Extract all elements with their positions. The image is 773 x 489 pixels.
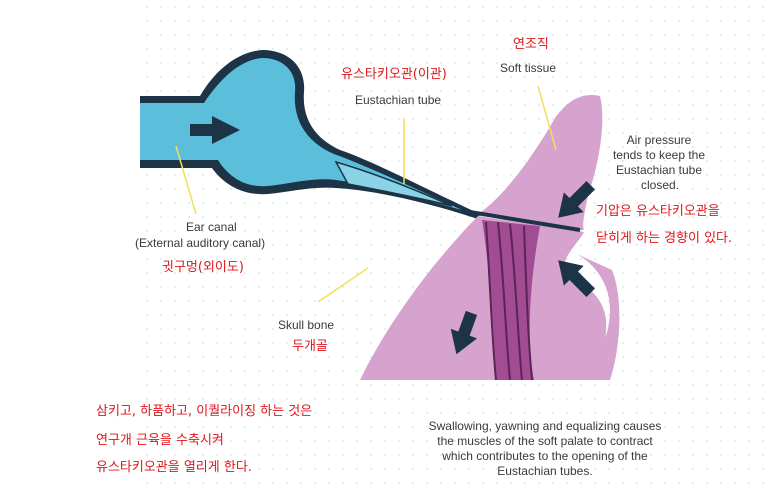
- skull-bone-korean-label: 두개골: [292, 339, 328, 354]
- muscle-line-2: [497, 221, 511, 381]
- soft-palate: [360, 216, 607, 380]
- ear-canal: [140, 58, 462, 210]
- soft-tissue-label: Soft tissue: [500, 61, 557, 75]
- air-pressure-korean-line-2: 닫히게 하는 경향이 있다.: [596, 231, 733, 246]
- muscle-line-3: [509, 223, 523, 381]
- air-pressure-line-1: Air pressure: [626, 133, 692, 147]
- swallowing-line-4: Eustachian tubes.: [497, 464, 593, 478]
- air-pressure-line-2: tends to keep the: [612, 148, 706, 162]
- leader-skull-bone: [317, 267, 369, 303]
- swallowing-korean-line-1: 삼키고, 하품하고, 이퀄라이징 하는 것은: [96, 404, 313, 419]
- swallowing-korean-line-3: 유스타키오관을 열리게 한다.: [96, 460, 252, 475]
- soft-tissue-lower-right: [568, 250, 620, 380]
- ear-canal-sublabel: (External auditory canal): [135, 236, 266, 250]
- ear-canal-korean-label: 귓구멍(외이도): [162, 260, 244, 275]
- eustachian-tube-label: Eustachian tube: [355, 93, 442, 107]
- tube-closure-line: [469, 210, 581, 232]
- eustachian-tube-korean-label: 유스타키오관(이관): [341, 67, 447, 82]
- air-pressure-line-3: Eustachian tube: [615, 163, 703, 177]
- air-pressure-line-4: closed.: [640, 178, 680, 192]
- soft-tissue: [478, 94, 603, 230]
- skull-bone-label: Skull bone: [278, 318, 335, 332]
- muscle-line-1: [485, 221, 497, 381]
- ear-canal-label: Ear canal: [186, 220, 237, 234]
- muscle-line-4: [523, 225, 533, 381]
- eustachian-tube-inner: [334, 160, 453, 207]
- arrow-down-left-icon-upper: [558, 181, 595, 218]
- swallowing-line-2: the muscles of the soft palate to contra…: [437, 434, 653, 448]
- arrow-right-icon: [190, 116, 240, 144]
- swallowing-line-1: Swallowing, yawning and equalizing cause…: [428, 419, 662, 433]
- arrow-down-icon: [450, 310, 478, 355]
- leader-ear-canal: [175, 145, 197, 215]
- swallowing-line-3: which contributes to the opening of the: [442, 449, 648, 463]
- swallowing-korean-line-2: 연구개 근육을 수축시켜: [96, 433, 224, 448]
- air-pressure-korean-line-1: 기압은 유스타키오관을: [596, 204, 720, 219]
- soft-tissue-korean-label: 연조직: [513, 37, 549, 52]
- arrow-up-left-icon-lower: [558, 260, 595, 297]
- leader-soft-tissue: [537, 85, 557, 151]
